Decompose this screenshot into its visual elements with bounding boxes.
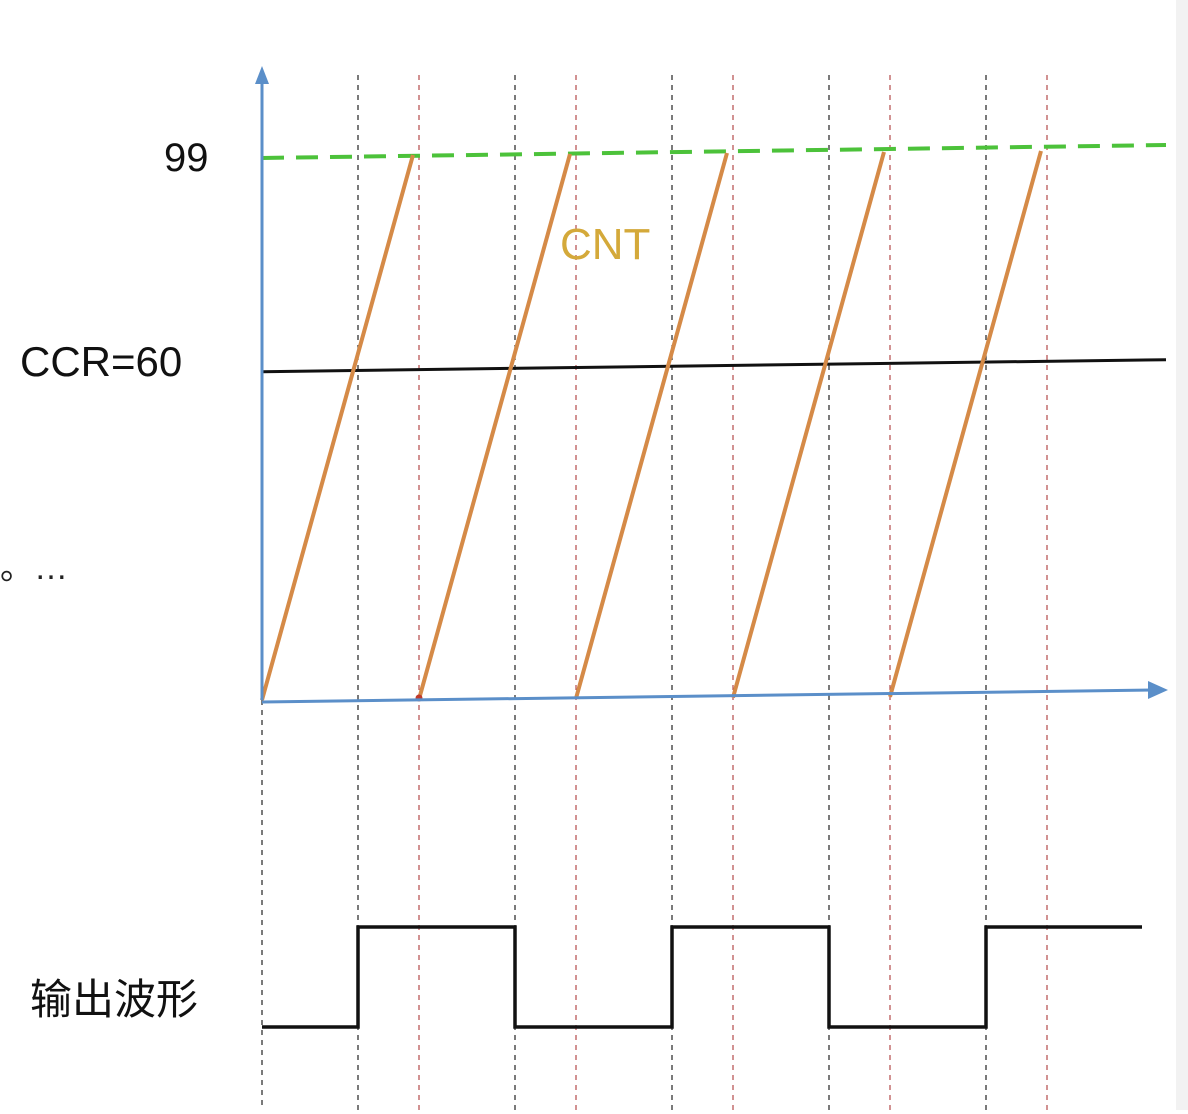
output-waveform-label: 输出波形 [30,975,199,1024]
y-axis-arrowhead [255,66,269,84]
cnt-ramp-segment [731,151,886,699]
cnt-ramp-segment [888,150,1043,698]
ccr-label: CCR=60 [20,338,183,385]
cnt-label: CNT [560,220,651,269]
x-axis-arrowhead [1148,681,1168,699]
ccr-threshold-line [261,358,1167,374]
cnt-ramp-segment [417,153,572,700]
arr-threshold-line [261,143,1167,160]
x-axis-line [261,688,1155,704]
cropped-side-text: 。… [0,549,68,587]
cnt-ramp-segment [260,154,415,701]
right-edge-strip [1176,0,1188,1110]
arr-label: 99 [164,136,209,180]
cnt-ramp-segment [574,152,729,699]
pwm-output-waveform [262,925,1142,1029]
